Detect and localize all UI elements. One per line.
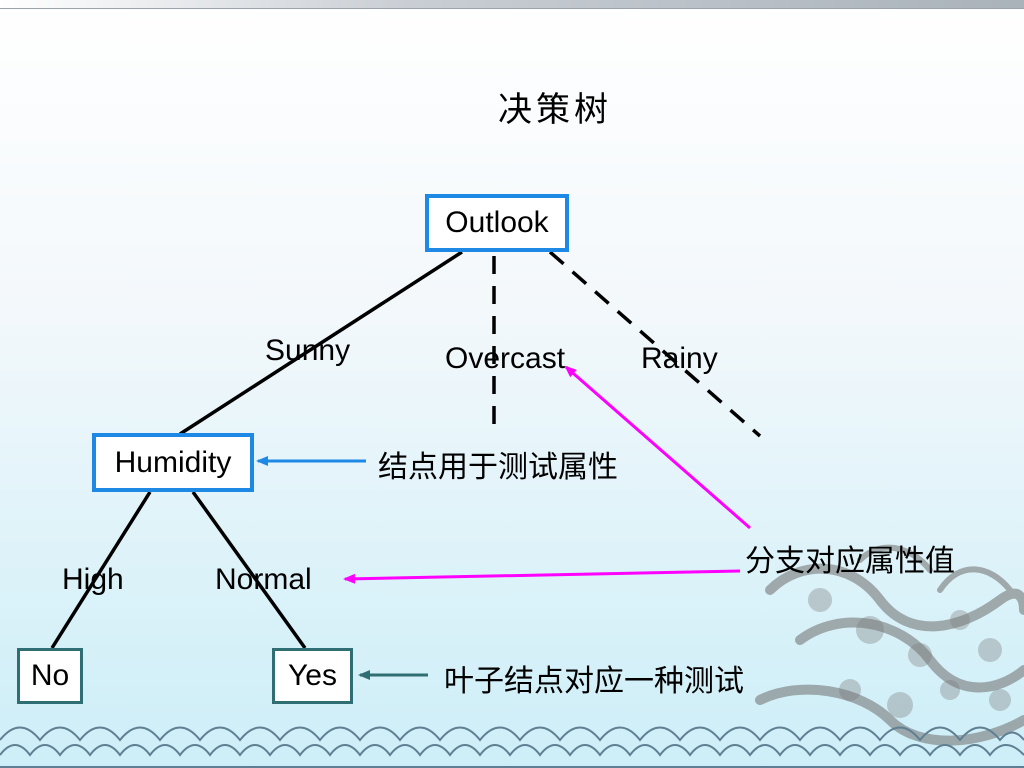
page-title: 决策树: [498, 90, 612, 130]
branch-label-normal: Normal: [215, 563, 312, 596]
arrow-to-normal: [343, 569, 741, 584]
dragon-illustration: [755, 544, 1024, 746]
top-decorative-bar: [0, 0, 1024, 8]
annotation-leaf-classification: 叶子结点对应一种测试: [444, 664, 744, 699]
annotation-node-tests-attribute: 结点用于测试属性: [378, 450, 618, 485]
node-humidity: Humidity: [92, 433, 254, 492]
edge-high: [50, 491, 152, 649]
branch-label-high: High: [62, 563, 124, 596]
branch-label-sunny: Sunny: [265, 334, 351, 367]
annotation-branch-attribute-value: 分支对应属性值: [745, 544, 955, 579]
edge-rainy: [548, 250, 762, 438]
wave-border: [0, 726, 1024, 768]
top-divider: [0, 8, 1024, 9]
leaf-yes: Yes: [272, 648, 353, 704]
edge-sunny: [179, 250, 463, 436]
branch-label-rainy: Rainy: [641, 342, 718, 375]
branch-label-overcast: Overcast: [445, 342, 566, 375]
leaf-no: No: [17, 648, 83, 704]
arrow-to-overcast: [564, 365, 751, 530]
dragon-scales: [808, 588, 1011, 718]
edge-normal: [191, 490, 307, 650]
node-outlook: Outlook: [425, 194, 569, 252]
